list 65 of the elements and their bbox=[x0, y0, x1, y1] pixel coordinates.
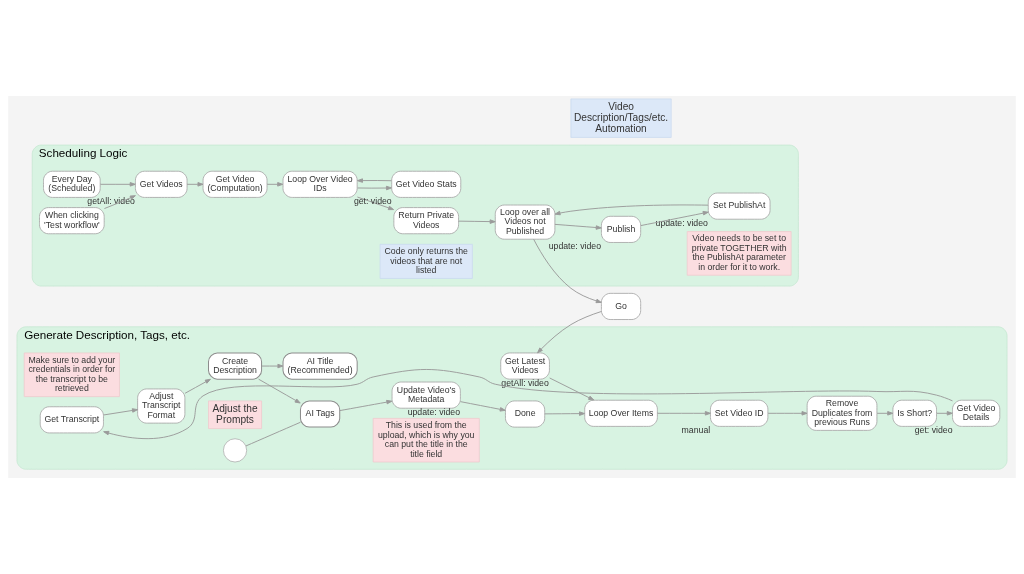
arrow bbox=[533, 238, 602, 304]
node-box: Get Video (Computation) bbox=[202, 170, 268, 198]
node-label: get: video bbox=[353, 196, 392, 207]
arrow bbox=[767, 411, 808, 416]
node-box: Update Video's Metadata bbox=[391, 381, 461, 409]
arrow bbox=[184, 378, 211, 394]
node-label: update: video bbox=[655, 218, 708, 229]
arrow bbox=[876, 411, 894, 416]
node-box: Get Videos bbox=[135, 170, 188, 198]
node-box: Make sure to add your credentials in order for the transcript to be retrieved bbox=[23, 352, 120, 397]
node-label: manual bbox=[681, 425, 711, 436]
arrow bbox=[537, 311, 602, 354]
arrow bbox=[261, 363, 284, 369]
node-box: Adjust Transcript Format bbox=[137, 388, 186, 424]
arrow bbox=[356, 185, 392, 191]
arrow bbox=[554, 223, 602, 230]
node-box: Set PublishAt bbox=[707, 192, 771, 220]
node-circle bbox=[223, 438, 248, 463]
arrow bbox=[554, 204, 709, 216]
arrow bbox=[186, 182, 204, 187]
arrow bbox=[103, 195, 136, 210]
connector bbox=[245, 421, 301, 447]
arrow bbox=[258, 378, 301, 404]
node-box: Loop Over Items bbox=[584, 399, 658, 427]
node-label: getAll: video bbox=[501, 378, 549, 389]
arrow bbox=[356, 196, 395, 211]
node-label: update: video bbox=[548, 241, 602, 252]
arrow bbox=[936, 411, 953, 416]
node-label: update: video bbox=[407, 407, 461, 418]
arrow bbox=[460, 401, 506, 412]
node-box: Loop Over Video IDs bbox=[282, 170, 358, 198]
node-label: get: video bbox=[914, 425, 953, 436]
arrow bbox=[640, 210, 709, 227]
node-box: Done bbox=[505, 400, 546, 428]
arrow bbox=[339, 399, 393, 412]
node-box: Get Latest Videos bbox=[500, 352, 550, 380]
arrow bbox=[99, 182, 136, 187]
node-box: Go bbox=[600, 292, 642, 320]
arrow bbox=[103, 408, 138, 416]
arrow bbox=[356, 178, 392, 183]
node-box: Create Description bbox=[208, 352, 263, 380]
arrow bbox=[266, 182, 284, 187]
node-box: AI Title (Recommended) bbox=[282, 352, 358, 380]
node-box: Get Video Details bbox=[952, 399, 1001, 427]
node-box: Every Day (Scheduled) bbox=[43, 170, 101, 198]
arrow bbox=[103, 369, 953, 440]
node-box: Remove Duplicates from previous Runs bbox=[806, 395, 878, 431]
node-box: When clicking 'Test workflow' bbox=[39, 207, 105, 235]
node-label: getAll: video bbox=[87, 196, 135, 207]
node-box: Video needs to be set to private TOGETHER with the PublishAt parameter in order for it to work. bbox=[686, 231, 792, 276]
node-box: AI Tags bbox=[299, 400, 341, 428]
node-box: Set Video ID bbox=[710, 399, 769, 427]
arrow bbox=[549, 377, 595, 401]
arrow bbox=[656, 411, 711, 416]
arrow bbox=[544, 411, 586, 416]
node-box: Adjust the Prompts bbox=[208, 400, 262, 429]
node-box: This is used from the upload, which is why you can put the title in the title field bbox=[372, 418, 480, 463]
arrow bbox=[458, 219, 496, 224]
node-box: Is Short? bbox=[892, 399, 937, 427]
node-box: Loop over all Videos not Published bbox=[494, 204, 556, 240]
node-box: Publish bbox=[600, 215, 642, 243]
node-box: Get Video Stats bbox=[391, 170, 462, 198]
node-box: Return Private Videos bbox=[393, 207, 459, 235]
node-box: Video Description/Tags/etc. Automation bbox=[570, 98, 672, 138]
node-box: Get Transcript bbox=[39, 406, 104, 434]
